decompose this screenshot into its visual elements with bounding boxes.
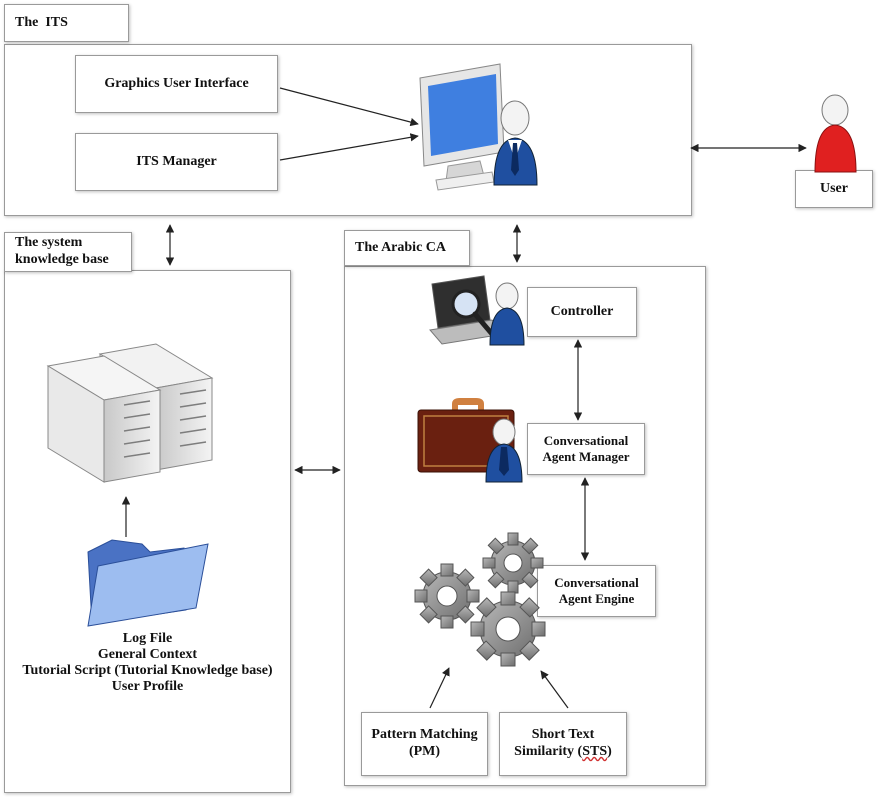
knowledge-base-container [4,270,291,793]
sts-abbr: STS [582,744,608,759]
pattern-matching-box: Pattern Matching (PM) [361,712,488,776]
pattern-matching-line2: (PM) [408,744,441,759]
its-manager-box: ITS Manager [75,133,278,191]
user-label: User [820,180,848,196]
arabic-ca-container [344,266,706,786]
knowledge-files-list: Log File General Context Tutorial Script… [4,631,291,695]
arabic-ca-title: The Arabic CA [344,230,470,266]
gui-label: Graphics User Interface [104,75,249,91]
its-manager-label: ITS Manager [136,153,217,169]
gui-box: Graphics User Interface [75,55,278,113]
agent-engine-line1: Conversational [554,575,639,591]
file-user-profile: User Profile [111,679,184,694]
file-tutorial-script: Tutorial Script (Tutorial Knowledge base… [22,663,273,678]
user-box: User [795,170,873,208]
its-title: The ITS [4,4,129,42]
pattern-matching-line1: Pattern Matching [371,727,478,743]
arabic-ca-title-text: The Arabic CA [355,239,446,255]
sts-line2-prefix: Similarity ( [514,744,583,759]
its-title-text: The ITS [15,14,68,30]
knowledge-base-title-line2: knowledge base [15,252,109,267]
sts-box: Short Text Similarity (STS) [499,712,627,776]
agent-manager-line1: Conversational [543,433,629,449]
agent-manager-line2: Agent Manager [542,449,630,464]
controller-label: Controller [550,303,614,319]
sts-line2: Similarity (STS) [514,744,612,761]
agent-engine-box: Conversational Agent Engine [537,565,656,617]
controller-box: Controller [527,287,637,337]
user-red-icon [814,94,857,173]
agent-engine-line2: Agent Engine [558,591,635,606]
knowledge-base-title-line1: The system [15,235,83,251]
sts-line2-suffix: ) [607,744,612,759]
agent-manager-box: Conversational Agent Manager [527,423,645,475]
sts-line1: Short Text [531,727,595,743]
knowledge-base-title: The system knowledge base [4,232,132,272]
file-general-context: General Context [97,647,198,662]
file-log: Log File [122,631,173,646]
